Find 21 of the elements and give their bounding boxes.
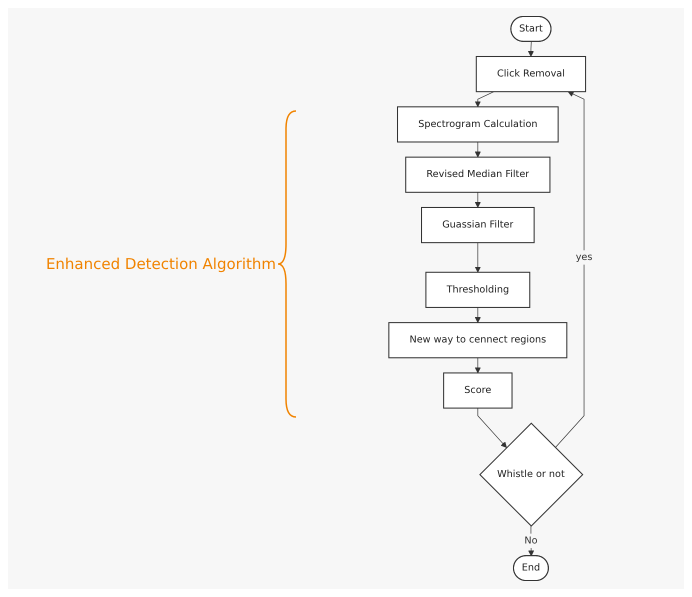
node-box: Thresholding (426, 272, 531, 308)
node-box: Score (443, 372, 513, 409)
arrow (528, 41, 534, 57)
edge-label: yes (576, 252, 593, 263)
node-box: Click Removal (476, 56, 586, 92)
edge-label: No (524, 534, 538, 546)
arrow (475, 192, 482, 208)
arrow (475, 307, 482, 323)
node-box: New way to cennect regions (388, 322, 568, 358)
arrow (528, 526, 535, 556)
arrow (475, 142, 482, 158)
node-diamond: Whistle or not (480, 422, 584, 527)
arrow (478, 408, 508, 448)
arrow (555, 91, 585, 448)
arrow (475, 91, 495, 108)
group-label: Enhanced Detection Algorithm (46, 254, 276, 272)
node-box: Guassian Filter (421, 206, 536, 244)
arrow (475, 242, 482, 273)
arrow (475, 357, 482, 374)
node-box: Spectrogram Calculation (397, 106, 560, 142)
node-box: Revised Median Filter (406, 156, 551, 193)
